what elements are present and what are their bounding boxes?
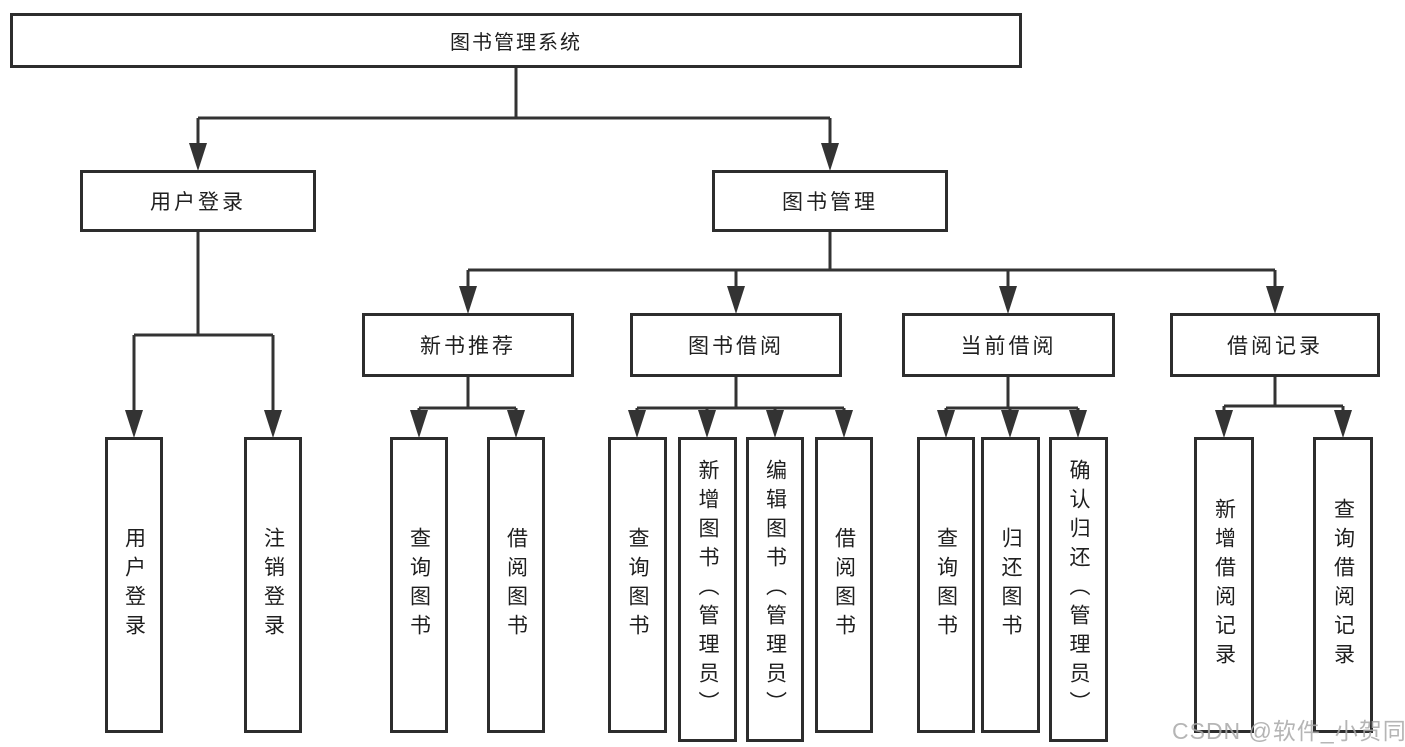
arrowhead [999, 286, 1017, 314]
arrowhead [507, 410, 525, 438]
arrowhead [264, 410, 282, 438]
node-book-management-label: 图书管理 [782, 191, 878, 214]
node-borrow-records: 借阅记录 [1170, 313, 1380, 377]
node-root: 图书管理系统 [10, 13, 1022, 68]
arrowheads [125, 143, 1352, 438]
connector-current-borrow-to-leaves [944, 377, 1080, 411]
leaf-current-confirm-return-admin: 确认归还（管理员） [1049, 437, 1108, 742]
node-current-borrow-label: 当前借阅 [960, 335, 1057, 358]
leaf-logout: 注销登录 [244, 437, 302, 733]
csdn-watermark: CSDN @软件_小贺同学 [1172, 718, 1405, 744]
arrowhead [1069, 410, 1087, 438]
arrowhead [189, 143, 207, 171]
node-user-login-label: 用户登录 [150, 191, 246, 214]
node-book-borrow: 图书借阅 [630, 313, 842, 377]
connector-user-login-to-leaves [132, 232, 275, 411]
leaf-current-return-books: 归还图书 [981, 437, 1040, 733]
leaf-user-login: 用户登录 [105, 437, 163, 733]
arrowhead [727, 286, 745, 314]
arrowhead [1266, 286, 1284, 314]
leaf-newbooks-query-books: 查询图书 [390, 437, 448, 733]
leaf-borrow-query-books: 查询图书 [608, 437, 667, 733]
node-borrow-records-label: 借阅记录 [1227, 335, 1323, 358]
arrowhead [835, 410, 853, 438]
arrowhead [1215, 410, 1233, 438]
leaf-borrow-add-books-admin: 新增图书（管理员） [678, 437, 737, 742]
node-root-label: 图书管理系统 [450, 32, 582, 54]
node-new-book-recommend: 新书推荐 [362, 313, 574, 377]
connector-root-to-level2 [196, 68, 832, 144]
arrowhead [937, 410, 955, 438]
leaf-borrow-edit-books-admin: 编辑图书（管理员） [746, 437, 804, 742]
connector-new-books-to-leaves [417, 377, 518, 411]
connector-borrow-records-to-leaves [1222, 377, 1345, 411]
connector-book-borrow-to-leaves [635, 377, 846, 411]
node-new-book-recommend-label: 新书推荐 [420, 335, 516, 358]
node-current-borrow: 当前借阅 [902, 313, 1115, 377]
node-book-management: 图书管理 [712, 170, 948, 232]
node-user-login: 用户登录 [80, 170, 316, 232]
arrowhead [459, 286, 477, 314]
arrowhead [766, 410, 784, 438]
node-book-borrow-label: 图书借阅 [688, 335, 784, 358]
arrowhead [1334, 410, 1352, 438]
arrowhead [125, 410, 143, 438]
leaf-records-query-record: 查询借阅记录 [1313, 437, 1373, 733]
connector-lines [132, 68, 1345, 411]
arrowhead [821, 143, 839, 171]
connector-book-mgmt-to-level3 [466, 232, 1277, 287]
leaf-borrow-borrow-books: 借阅图书 [815, 437, 873, 733]
leaf-records-add-record: 新增借阅记录 [1194, 437, 1254, 733]
arrowhead [698, 410, 716, 438]
leaf-current-query-books: 查询图书 [917, 437, 975, 733]
leaf-newbooks-borrow-books: 借阅图书 [487, 437, 545, 733]
arrowhead [1001, 410, 1019, 438]
arrowhead [410, 410, 428, 438]
arrowhead [628, 410, 646, 438]
